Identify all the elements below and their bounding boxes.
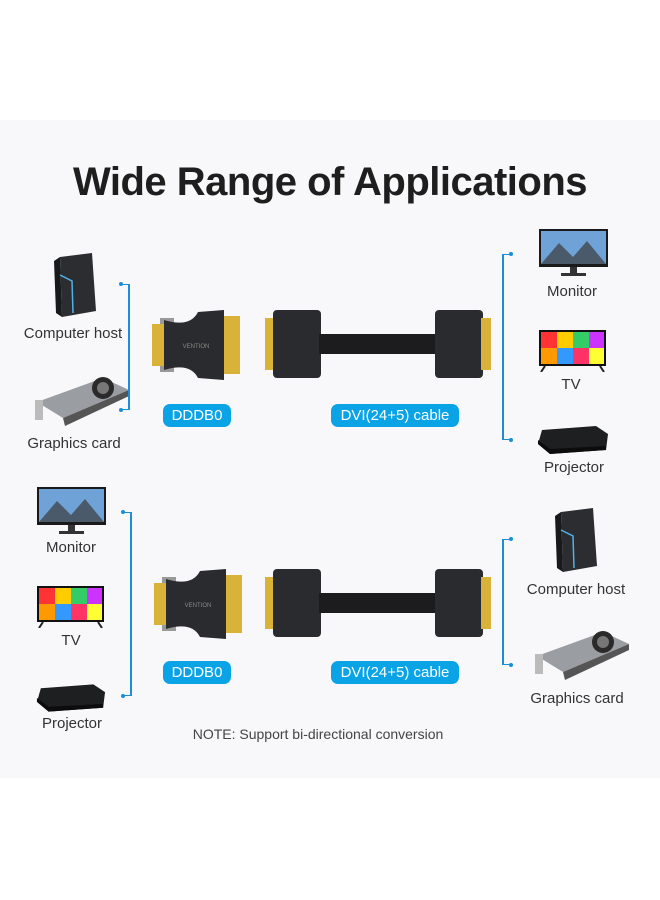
label-graphics-card: Graphics card <box>530 690 624 707</box>
cable-badge: DVI(24+5) cable <box>331 661 459 684</box>
page-title: Wide Range of Applications <box>72 160 588 204</box>
label-tv: TV <box>61 632 81 649</box>
tv-icon <box>539 330 606 373</box>
label-computer-host: Computer host <box>526 581 626 598</box>
monitor-icon <box>539 229 608 277</box>
label-tv: TV <box>561 376 581 393</box>
label-projector: Projector <box>543 459 605 476</box>
label-computer-host: Computer host <box>23 325 123 342</box>
bracket-left <box>119 282 130 412</box>
label-projector: Projector <box>41 715 103 732</box>
computer-host-icon <box>52 253 98 317</box>
bracket-left <box>121 510 132 698</box>
monitor-icon <box>37 487 106 535</box>
computer-host-icon <box>553 508 599 572</box>
cable-image <box>263 567 493 639</box>
note-text: NOTE: Support bi-directional conversion <box>192 726 444 742</box>
projector-icon <box>536 424 610 456</box>
adapter-image: VENTION <box>150 308 242 382</box>
bracket-right <box>502 252 513 442</box>
svg-text:VENTION: VENTION <box>185 603 212 609</box>
projector-icon <box>35 682 107 714</box>
graphics-card-icon <box>33 372 131 428</box>
label-monitor: Monitor <box>45 539 97 556</box>
label-graphics-card: Graphics card <box>27 435 121 452</box>
adapter-model-badge: DDDB0 <box>163 404 231 427</box>
cable-badge: DVI(24+5) cable <box>331 404 459 427</box>
graphics-card-icon <box>533 626 631 682</box>
bracket-right <box>502 537 513 667</box>
svg-text:VENTION: VENTION <box>183 344 210 350</box>
label-monitor: Monitor <box>546 283 598 300</box>
cable-image <box>263 308 493 380</box>
tv-icon <box>37 586 104 629</box>
adapter-model-badge: DDDB0 <box>163 661 231 684</box>
adapter-image: VENTION <box>152 567 244 641</box>
